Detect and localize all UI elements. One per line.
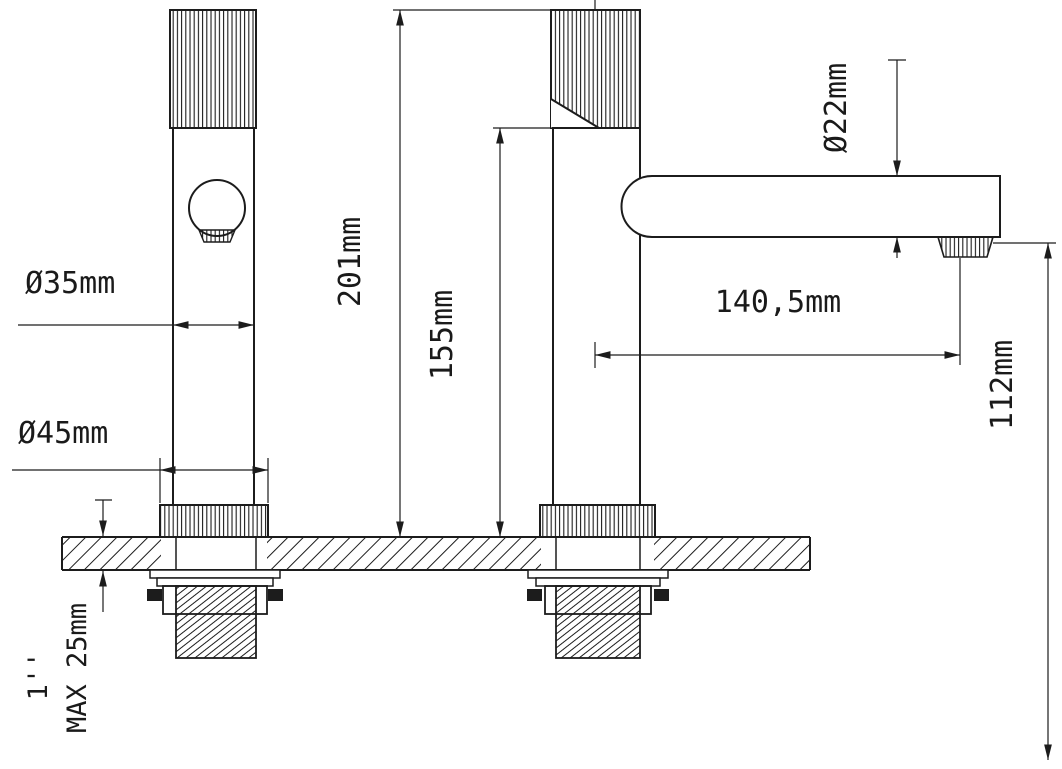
side-view-faucet	[527, 9, 1001, 659]
side-aerator	[936, 236, 995, 258]
dim-label-flange-dia: Ø45mm	[18, 416, 108, 451]
front-locking-nut	[162, 585, 268, 615]
side-threaded-shank	[555, 585, 641, 659]
side-nut-bolt-right	[654, 589, 669, 601]
front-view-faucet	[147, 9, 283, 659]
dim-label-thread-size: 1''	[23, 652, 54, 701]
side-gasket	[535, 577, 661, 587]
side-locking-nut	[544, 585, 652, 615]
side-spout	[620, 175, 1001, 238]
dimension-total-height: 201mm	[333, 0, 596, 537]
side-base-flange	[539, 504, 656, 538]
front-threaded-shank	[175, 585, 257, 659]
dimension-deck-thickness: MAX 25mm 1''	[23, 499, 112, 733]
dimension-flange-dia: Ø45mm	[12, 416, 269, 503]
front-base-flange	[159, 504, 269, 538]
dim-label-body-dia: Ø35mm	[25, 266, 115, 301]
side-body	[552, 127, 641, 506]
front-gasket	[156, 577, 274, 587]
front-logo-base	[197, 229, 237, 243]
dimension-body-height: 155mm	[425, 127, 553, 537]
dim-label-body-height: 155mm	[425, 290, 460, 380]
front-handle-knurled	[169, 9, 257, 129]
dimension-body-dia: Ø35mm	[18, 266, 254, 329]
front-nut-bolt-right	[268, 589, 283, 601]
side-washer-plate	[527, 569, 669, 579]
dimension-spout-reach: 140,5mm	[594, 258, 961, 368]
dim-label-spout-dia: Ø22mm	[819, 63, 854, 153]
dim-label-spout-height: 112mm	[985, 340, 1020, 430]
dim-label-spout-reach: 140,5mm	[715, 285, 841, 320]
dim-label-deck-max: MAX 25mm	[62, 603, 93, 733]
front-nut-bolt-left	[147, 589, 162, 601]
dimension-spout-height: 112mm	[985, 242, 1056, 760]
front-logo-button	[188, 179, 246, 237]
front-washer-plate	[149, 569, 281, 579]
side-nut-bolt-left	[527, 589, 542, 601]
dim-label-total-height: 201mm	[333, 217, 368, 307]
dimension-spout-dia: Ø22mm	[819, 59, 906, 258]
